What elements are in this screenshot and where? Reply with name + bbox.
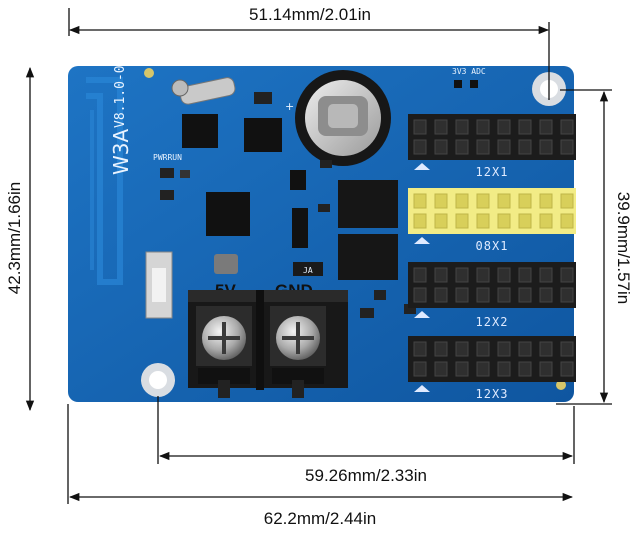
header-pin	[434, 341, 448, 357]
header-pin	[413, 341, 427, 357]
header-pin	[476, 213, 490, 229]
header-pin	[434, 361, 448, 377]
header-pin	[539, 139, 553, 155]
header-pin	[455, 267, 469, 283]
header-pin	[497, 361, 511, 377]
header-pin	[413, 361, 427, 377]
model-label: W3A	[109, 129, 133, 176]
pin1-marker	[414, 385, 430, 392]
header-label-1: 12X1	[476, 165, 509, 179]
header-pin	[455, 361, 469, 377]
pin-headers: 12X1 08X1 12X2 12X3	[408, 114, 576, 401]
header-pin	[476, 267, 490, 283]
pin1-marker	[414, 237, 430, 244]
header-pin	[518, 267, 532, 283]
ic-chips	[160, 80, 478, 318]
header-pin	[413, 139, 427, 155]
mounting-hole-bottom-left	[141, 363, 175, 397]
header-pin	[455, 341, 469, 357]
header-pin	[539, 193, 553, 209]
header-pin	[497, 341, 511, 357]
pcb-board: +	[68, 65, 576, 402]
top-width-text: 51.14mm/2.01in	[249, 5, 371, 24]
header-pin	[413, 119, 427, 135]
pwr-run-label: PWRRUN	[153, 153, 182, 162]
header-pin	[434, 267, 448, 283]
header-pin	[539, 119, 553, 135]
header-pin	[560, 139, 574, 155]
header-pin	[518, 139, 532, 155]
pin1-marker	[414, 163, 430, 170]
header-pin	[539, 213, 553, 229]
header-pin	[434, 213, 448, 229]
header-pin	[497, 139, 511, 155]
overall-width-text: 62.2mm/2.44in	[264, 509, 376, 528]
header-pin	[476, 193, 490, 209]
header-pin	[518, 213, 532, 229]
header-pin	[560, 193, 574, 209]
header-pin	[497, 193, 511, 209]
header-pin	[518, 119, 532, 135]
svg-text:+: +	[285, 100, 294, 113]
dimension-labels: 51.14mm/2.01in 42.3mm/1.66in 39.9mm/1.57…	[5, 5, 633, 528]
header-pin	[518, 341, 532, 357]
header-pin	[518, 287, 532, 303]
left-height-text: 42.3mm/1.66in	[5, 182, 24, 294]
coin-battery-holder: +	[285, 70, 391, 166]
header-label-3: 12X2	[476, 315, 509, 329]
version-label: V8.1.0-0	[113, 65, 128, 128]
header-pin	[539, 341, 553, 357]
header-pin	[539, 287, 553, 303]
header-label-4: 12X3	[476, 387, 509, 401]
right-height-text: 39.9mm/1.57in	[614, 192, 633, 304]
dimension-annotations	[25, 8, 612, 504]
header-pin	[413, 213, 427, 229]
header-label-2: 08X1	[476, 239, 509, 253]
header-pin	[434, 119, 448, 135]
inner-width-text: 59.26mm/2.33in	[305, 466, 427, 485]
header-pin	[413, 193, 427, 209]
header-pin	[560, 213, 574, 229]
header-pin	[560, 119, 574, 135]
header-pin	[476, 119, 490, 135]
header-pin	[560, 267, 574, 283]
header-pin	[497, 213, 511, 229]
pin1-marker	[414, 311, 430, 318]
header-pin	[434, 193, 448, 209]
header-pin	[476, 139, 490, 155]
header-pin	[518, 361, 532, 377]
header-pin	[455, 193, 469, 209]
header-pin	[455, 119, 469, 135]
crystal-oscillator	[171, 77, 236, 105]
screw-terminal-block	[188, 290, 348, 398]
header-pin	[560, 361, 574, 377]
header-pin	[539, 267, 553, 283]
header-pin	[455, 287, 469, 303]
header-pin	[476, 287, 490, 303]
header-pin	[539, 361, 553, 377]
header-pin	[455, 139, 469, 155]
header-pin	[518, 193, 532, 209]
header-pin	[434, 139, 448, 155]
ja-label: JA	[303, 266, 313, 275]
header-pin	[476, 341, 490, 357]
header-pin	[413, 287, 427, 303]
header-pin	[560, 341, 574, 357]
adc-label: 3V3 ADC	[452, 67, 486, 76]
push-button	[145, 251, 173, 319]
header-pin	[497, 119, 511, 135]
header-pin	[476, 361, 490, 377]
header-pin	[434, 287, 448, 303]
header-pin	[455, 213, 469, 229]
header-pin	[560, 287, 574, 303]
header-pin	[497, 287, 511, 303]
header-pin	[413, 267, 427, 283]
header-pin	[497, 267, 511, 283]
